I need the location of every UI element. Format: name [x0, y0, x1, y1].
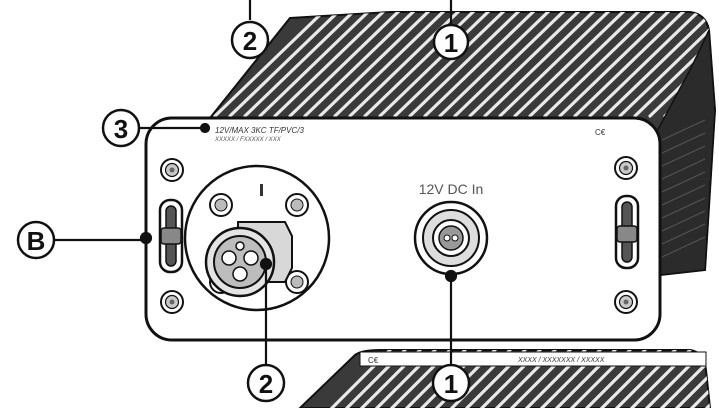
housing-rib [673, 350, 710, 408]
housing-rib [688, 350, 710, 408]
panel-top-edge-text: 12V/MAX 3KC TF/PVC/3 [215, 126, 304, 135]
housing-rib [543, 12, 657, 118]
housing-rib [258, 12, 372, 118]
screw-icon [160, 290, 184, 314]
housing-rib [333, 12, 447, 118]
callout-1-bottom-label: 1 [444, 369, 458, 399]
right-latch [614, 194, 640, 270]
callout-1-top: 1 [432, 23, 470, 61]
side-rib [661, 197, 706, 219]
housing-rib [453, 12, 567, 118]
screw-icon [614, 156, 638, 180]
side-rib [661, 171, 706, 193]
side-rib [661, 184, 706, 206]
callout-2-top: 2 [230, 20, 270, 60]
screw-icon [614, 290, 638, 314]
ce-mark-bottom: C€ [368, 356, 379, 365]
side-rib [661, 145, 706, 167]
housing-rib [528, 12, 642, 118]
housing-rib [318, 12, 432, 118]
housing-rib [468, 12, 582, 118]
callout-b: B [16, 220, 56, 260]
callout-1-bottom: 1 [431, 363, 471, 403]
housing-rib [573, 12, 687, 118]
housing-rib [408, 12, 522, 118]
side-rib [661, 158, 706, 180]
screw-icon [160, 158, 184, 182]
side-rib [661, 236, 706, 258]
side-rib [661, 119, 706, 141]
callout-leaders [53, 0, 458, 365]
left-latch [158, 198, 184, 274]
side-rib [661, 132, 706, 154]
bottom-edge-text: XXXX / XXXXXXX / XXXXX [517, 357, 605, 364]
housing-rib [273, 12, 387, 118]
dc-in-label: 12V DC In [419, 181, 484, 197]
callout-2-bottom-label: 2 [259, 369, 273, 399]
panel-top-edge-text-2: XXXXX / FXXXXX / XXX [214, 137, 282, 143]
housing-rib [558, 12, 672, 118]
housing-rib [603, 12, 715, 118]
callout-3-label: 3 [114, 114, 128, 144]
housing-rib [658, 350, 710, 408]
dc-in-connector: 12V DC In [413, 181, 489, 276]
main-connector [183, 164, 331, 312]
housing-rib [213, 12, 327, 118]
housing-rib [228, 12, 342, 118]
housing-rib [288, 12, 402, 118]
callout-2-bottom: 2 [246, 363, 286, 403]
housing-rib [588, 12, 702, 118]
housing-rib [393, 12, 507, 118]
housing-rib [378, 12, 492, 118]
callout-1-top-label: 1 [444, 28, 458, 58]
housing-rib [243, 12, 357, 118]
housing-rib [303, 12, 417, 118]
housing-rib [633, 12, 715, 118]
callout-3: 3 [101, 108, 141, 148]
side-rib [661, 223, 706, 245]
housing-rib [483, 12, 597, 118]
lower-housing: XXXX / XXXXXXX / XXXXX C€ [297, 349, 712, 409]
ce-mark: C€ [595, 128, 606, 137]
side-rib [661, 210, 706, 232]
housing-rib [513, 12, 627, 118]
panel-screws [160, 156, 638, 314]
housing-rib [498, 12, 612, 118]
housing-rib [438, 12, 552, 118]
callout-2-top-label: 2 [243, 26, 257, 56]
callout-b-label: B [27, 226, 46, 256]
housing-rib [423, 12, 537, 118]
